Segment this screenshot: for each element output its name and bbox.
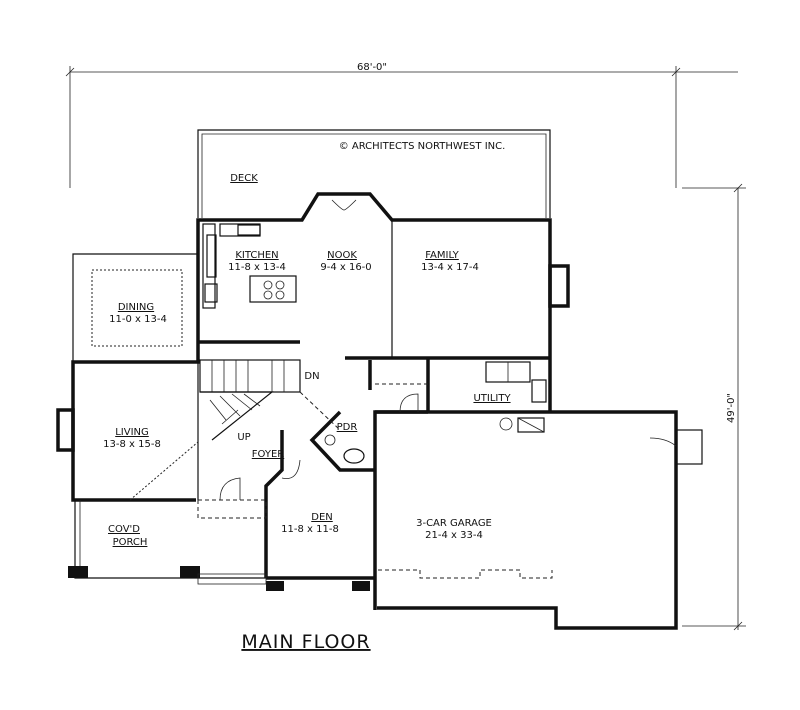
dining-size: 11-0 x 13-4 [109, 314, 167, 325]
dining-label: DINING [118, 302, 154, 313]
foyer-door-swing [219, 477, 241, 501]
garage-fixtures [378, 417, 677, 579]
garage-size: 21-4 x 33-4 [425, 530, 483, 541]
foyer-label: FOYER [252, 449, 285, 460]
porch-label-line2: PORCH [113, 537, 148, 548]
garage-label: 3-CAR GARAGE [416, 518, 492, 529]
powder-room-fixtures [324, 434, 365, 464]
den-size: 11-8 x 11-8 [281, 524, 339, 535]
nook-label: NOOK [327, 250, 357, 261]
deck-outline [197, 129, 551, 218]
den-door-swing [281, 459, 301, 479]
living-size: 13-8 x 15-8 [103, 439, 161, 450]
kitchen-counters [202, 223, 297, 309]
overall-width-label: 68'-0" [357, 62, 387, 73]
stair-up-label: UP [237, 432, 250, 443]
utility-label: UTILITY [473, 393, 511, 404]
foyer-porch-outline [197, 499, 267, 519]
covered-porch [68, 500, 370, 591]
den-label: DEN [311, 512, 333, 523]
depth-dimension-line [682, 183, 746, 631]
pdr-label: PDR [337, 422, 358, 433]
living-porch-line [129, 441, 199, 501]
plan-title: MAIN FLOOR [241, 631, 370, 653]
dining-ceiling-outline [91, 269, 183, 347]
porch-label-line1: COV'D [108, 524, 140, 535]
exterior-walls [56, 192, 703, 630]
copyright-label: © ARCHITECTS NORTHWEST INC. [339, 141, 506, 152]
living-label: LIVING [115, 427, 149, 438]
width-dimension-line [65, 66, 738, 188]
deck-label: DECK [230, 173, 258, 184]
stair-down-label: DN [304, 371, 319, 382]
interior-walls [197, 220, 552, 500]
utility-fixtures [375, 361, 547, 413]
overall-depth-label: 49'-0" [726, 393, 737, 423]
nook-size: 9-4 x 16-0 [320, 262, 371, 273]
staircase [199, 359, 341, 441]
kitchen-size: 11-8 x 13-4 [228, 262, 286, 273]
nook-doors [331, 199, 357, 211]
kitchen-label: KITCHEN [235, 250, 278, 261]
family-size: 13-4 x 17-4 [421, 262, 479, 273]
family-label: FAMILY [425, 250, 459, 261]
